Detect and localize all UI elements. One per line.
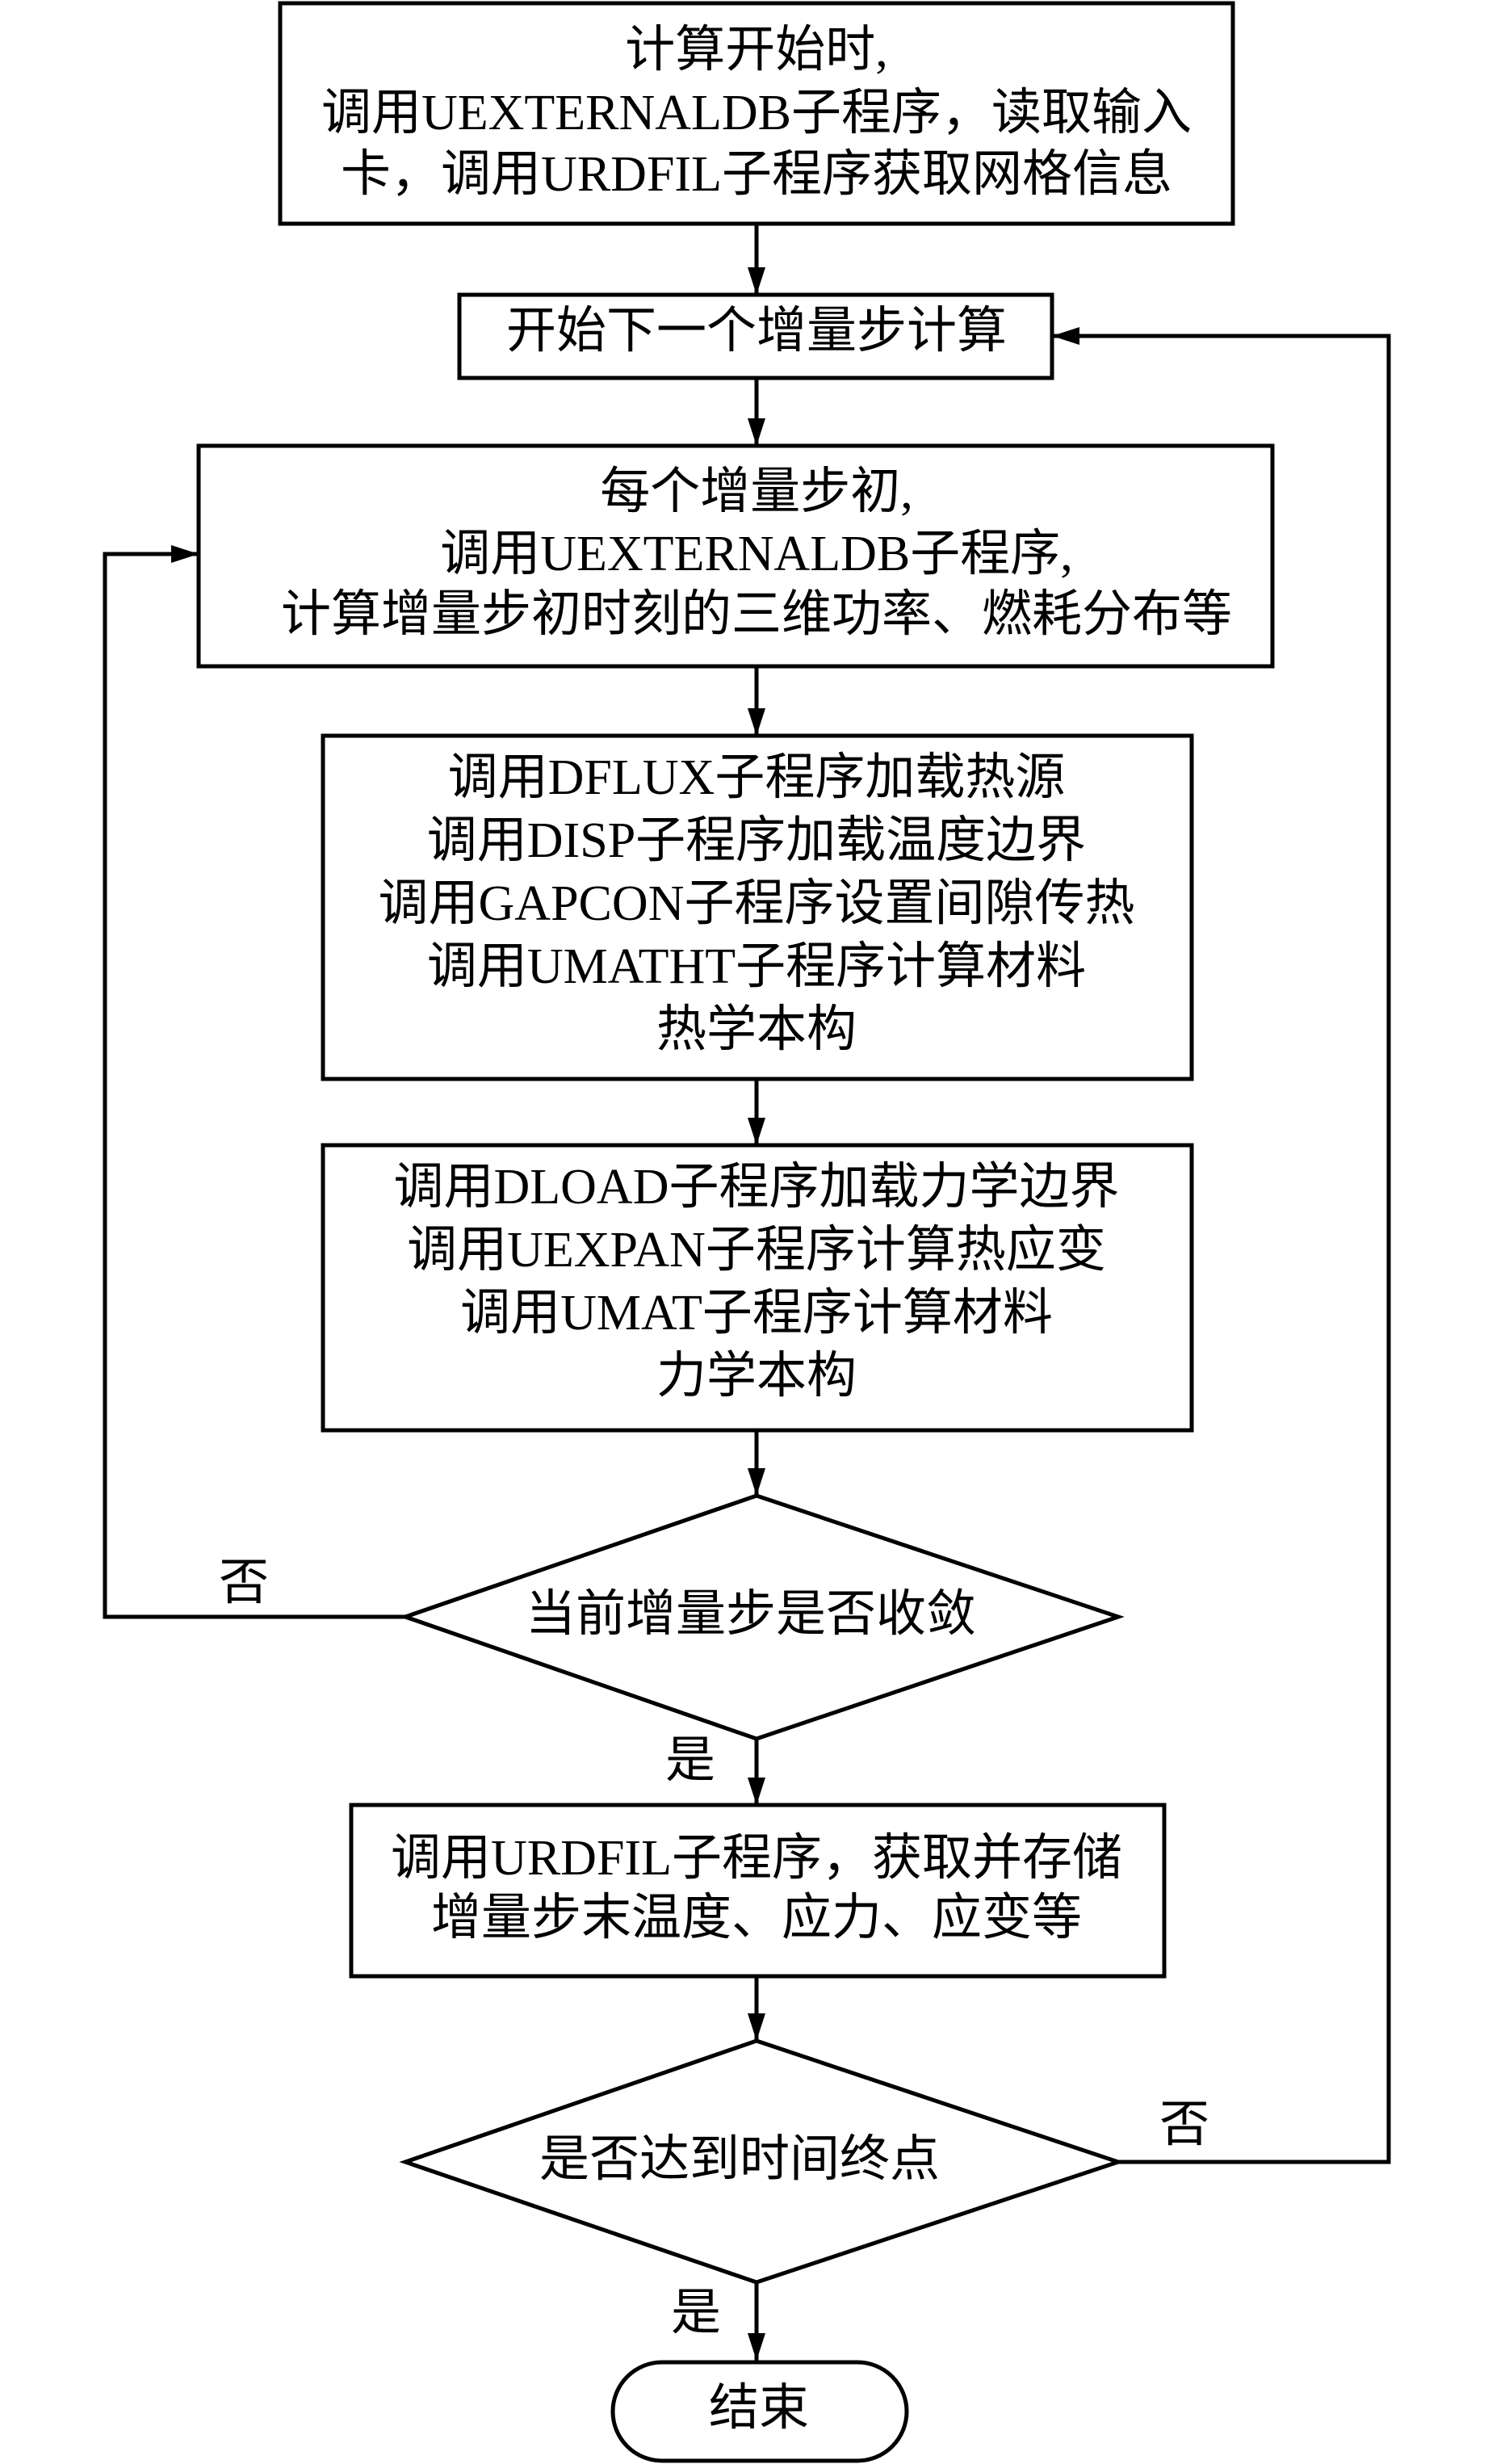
node-text: 计算开始时, [625,23,888,78]
node-text: 结束 [709,2381,809,2436]
node-text: 调用GAPCON子程序设置间隙传热 [379,876,1135,931]
node-text: 调用URDFIL子程序，获取并存储 [391,1831,1122,1886]
node-text: 调用UEXTERNALDB子程序，读取输入 [321,86,1192,141]
node-text: 热学本构 [656,1002,857,1057]
node-text: 计算增量步初时刻的三维功率、燃耗分布等 [281,587,1232,642]
loop-time-no [1052,327,1391,2164]
node-text: 卡，调用URDFIL子程序获取网格信息 [341,147,1172,202]
node-text: 力学本构 [656,1349,857,1404]
node-text: 调用DLOAD子程序加载力学边界 [394,1160,1120,1215]
node-text: 调用DISP子程序加载温度边界 [427,813,1086,868]
node-mechanical: 调用DLOAD子程序加载力学边界 调用UEXPAN子程序计算热应变 调用UMAT… [321,1143,1194,1433]
label-time-yes: 是 [671,2286,721,2340]
node-text: 当前增量步是否收敛 [526,1587,976,1642]
node-text: 是否达到时间终点 [539,2132,940,2187]
node-text: 开始下一个增量步计算 [506,304,1007,359]
node-text: 调用DFLUX子程序加载热源 [448,750,1066,805]
node-start: 计算开始时, 调用UEXTERNALDB子程序，读取输入 卡，调用URDFIL子… [278,1,1235,226]
node-store: 调用URDFIL子程序，获取并存储 增量步末温度、应力、应变等 [349,1803,1167,1979]
node-text: 调用UMAT子程序计算材料 [460,1286,1053,1341]
node-next-increment: 开始下一个增量步计算 [457,292,1054,380]
node-text: 每个增量步初, [600,464,913,519]
node-text: 调用UEXPAN子程序计算热应变 [407,1223,1106,1278]
label-converged-yes: 是 [665,1733,715,1788]
node-increment-start: 每个增量步初, 调用UEXTERNALDB子程序, 计算增量步初时刻的三维功率、… [196,443,1275,669]
node-end: 结束 [610,2360,909,2463]
node-text: 增量步末温度、应力、应变等 [431,1891,1082,1946]
decision-converged: 当前增量步是否收敛 [399,1493,1125,1741]
node-thermal: 调用DFLUX子程序加载热源 调用DISP子程序加载温度边界 调用GAPCON子… [321,733,1194,1081]
label-time-no: 否 [1159,2097,1209,2152]
label-converged-no: 否 [219,1555,269,1610]
loop-converged-no [103,545,405,1619]
node-text: 调用UEXTERNALDB子程序, [440,527,1073,581]
node-text: 调用UMATHT子程序计算材料 [427,939,1086,994]
decision-time-end: 是否达到时间终点 [399,2038,1125,2285]
connectors [103,224,1391,2361]
